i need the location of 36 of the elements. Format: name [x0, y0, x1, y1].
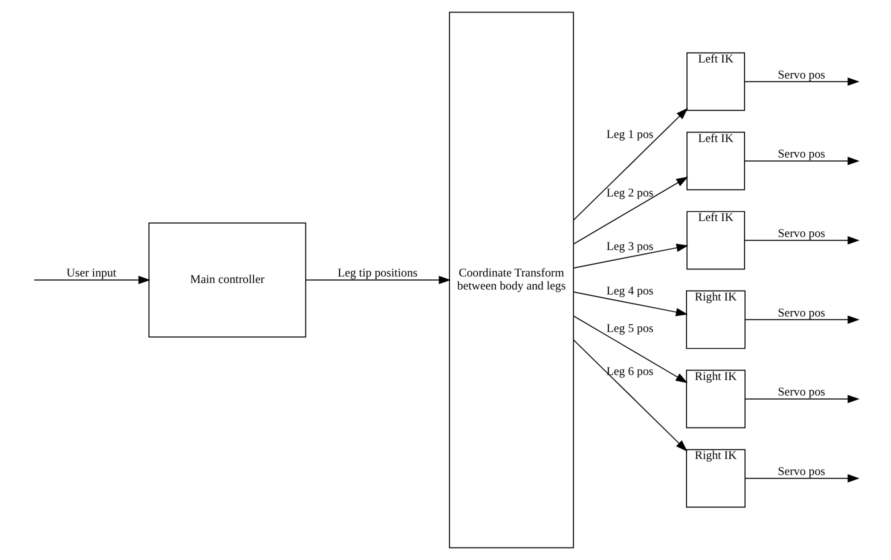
node-box: Left IK	[686, 132, 745, 190]
edge-label: Leg tip positions	[337, 266, 418, 280]
arrow	[744, 394, 860, 404]
arrow	[744, 316, 860, 324]
edge-label: Servo pos	[777, 67, 825, 82]
edge-label: User input	[66, 266, 116, 280]
arrow	[572, 316, 688, 384]
edge-label: Servo pos	[777, 464, 825, 478]
node-box: Main controller	[148, 222, 306, 338]
arrow	[304, 276, 450, 284]
arrow	[744, 156, 860, 166]
node-box: Right IK	[686, 449, 746, 508]
arrow	[572, 108, 688, 220]
edge-label: Leg 3 pos	[606, 238, 653, 253]
arrow	[744, 77, 860, 86]
edge-label: Leg 1 pos	[606, 126, 653, 141]
edge-label: Servo pos	[777, 384, 825, 399]
edge-label: Leg 5 pos	[606, 321, 653, 336]
arrow	[744, 474, 860, 483]
arrow	[744, 236, 860, 244]
node-box: Right IK	[686, 290, 746, 349]
arrow	[572, 244, 688, 268]
node-box: Right IK	[686, 370, 746, 428]
node-box: Left IK	[686, 211, 745, 270]
edge-label: Servo pos	[777, 226, 825, 240]
arrow	[572, 340, 687, 452]
edge-label: Leg 4 pos	[606, 283, 653, 298]
edge-label: Leg 6 pos	[606, 364, 653, 378]
edge-label: Servo pos	[777, 305, 825, 320]
arrow	[572, 176, 688, 244]
edge-label: Servo pos	[777, 146, 825, 161]
arrow	[572, 292, 688, 316]
arrow	[33, 276, 150, 284]
node-box: Coordinate Transform between body and legs	[448, 12, 574, 548]
edge-label: Leg 2 pos	[606, 185, 653, 200]
node-box: Left IK	[686, 52, 745, 111]
